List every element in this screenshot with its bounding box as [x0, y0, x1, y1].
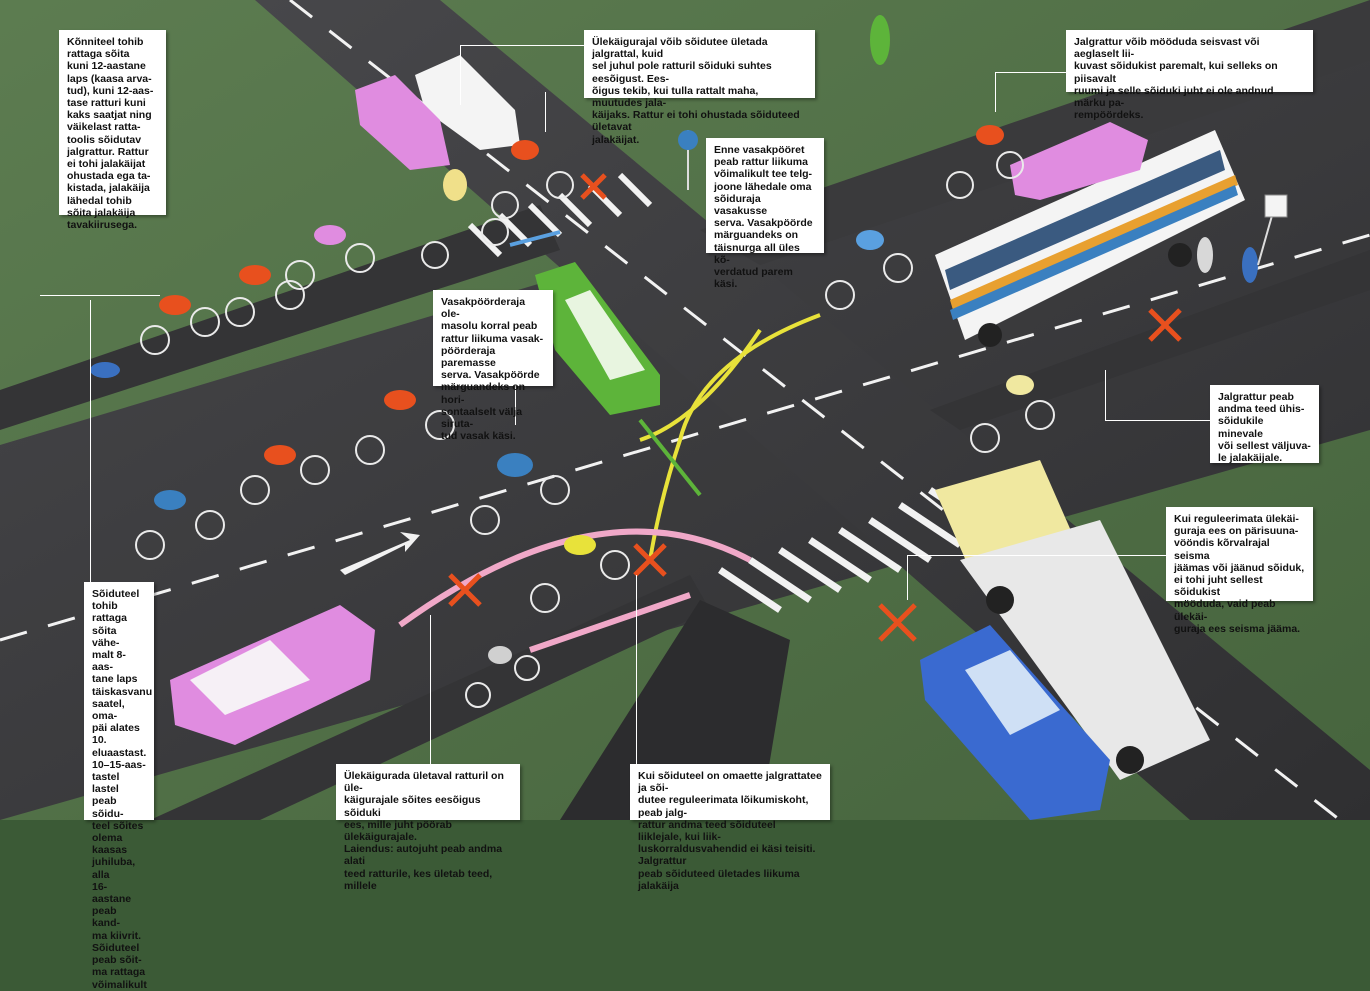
leader-line: [430, 615, 431, 765]
cyclists: [135, 151, 1055, 708]
truck: [935, 460, 1210, 780]
leader-line: [90, 300, 91, 590]
leader-line: [460, 45, 461, 105]
prohibited-marks: [448, 173, 1182, 642]
blue-arrow: [509, 230, 561, 247]
leader-line: [40, 295, 160, 296]
bus: [935, 130, 1245, 347]
note-sidewalk-cycling: Kõnniteel tohib rattaga sõita kuni 12-aa…: [59, 30, 166, 231]
leader-line: [907, 555, 1167, 556]
green-arrow: [638, 418, 702, 497]
bike-path-upper: [0, 205, 560, 430]
note-left-turn-lane: Vasakpöördera­ja ole- masolu korral peab…: [433, 290, 553, 442]
yellow-left-turn-arrow: [648, 313, 821, 561]
white-arrow: [340, 532, 420, 575]
pink-car-top-left: [355, 75, 450, 170]
note-crossing-lane-priority: Ülekäigurada ületaval ratturil on üle- k…: [336, 764, 520, 892]
note-bus-stop: Jalgrattur peab andma teed ühis- sõiduki…: [1210, 385, 1319, 464]
leader-line: [1105, 370, 1106, 420]
leader-line: [907, 555, 908, 600]
leader-line: [995, 72, 1067, 73]
green-car: [535, 262, 660, 415]
leader-line: [1105, 420, 1215, 421]
note-crossing-cycling: Ülekäigurajal võib sõidutee ületada jalg…: [584, 30, 815, 146]
note-roadway-cycling: Sõiduteel tohib rattaga sõita vähe- malt…: [84, 582, 154, 991]
riders: [154, 125, 1034, 664]
leader-line: [515, 385, 516, 425]
road-signs: [678, 130, 1288, 266]
leader-line: [995, 72, 996, 112]
intersection-illustration: [0, 0, 1370, 822]
blue-car: [920, 625, 1110, 820]
pink-car-lower: [170, 605, 375, 745]
note-unregulated-intersection: Kui sõiduteel on omaette jalgrattatee ja…: [630, 764, 830, 892]
note-unregulated-crossing: Kui reguleerimata ülekäi- guraja ees on …: [1166, 507, 1313, 635]
pink-arrow-2: [529, 592, 691, 653]
white-car: [415, 55, 520, 150]
pedestrians: [90, 15, 1258, 378]
leader-line: [545, 92, 546, 132]
leader-line: [460, 45, 585, 46]
leader-line: [636, 575, 637, 765]
pink-car-right: [1010, 122, 1148, 200]
note-overtake-right: Jalgrattur võib mööduda seisvast või aeg…: [1066, 30, 1313, 121]
note-left-turn-signal: Enne vasakpööret peab rattur liikuma või…: [706, 138, 824, 290]
